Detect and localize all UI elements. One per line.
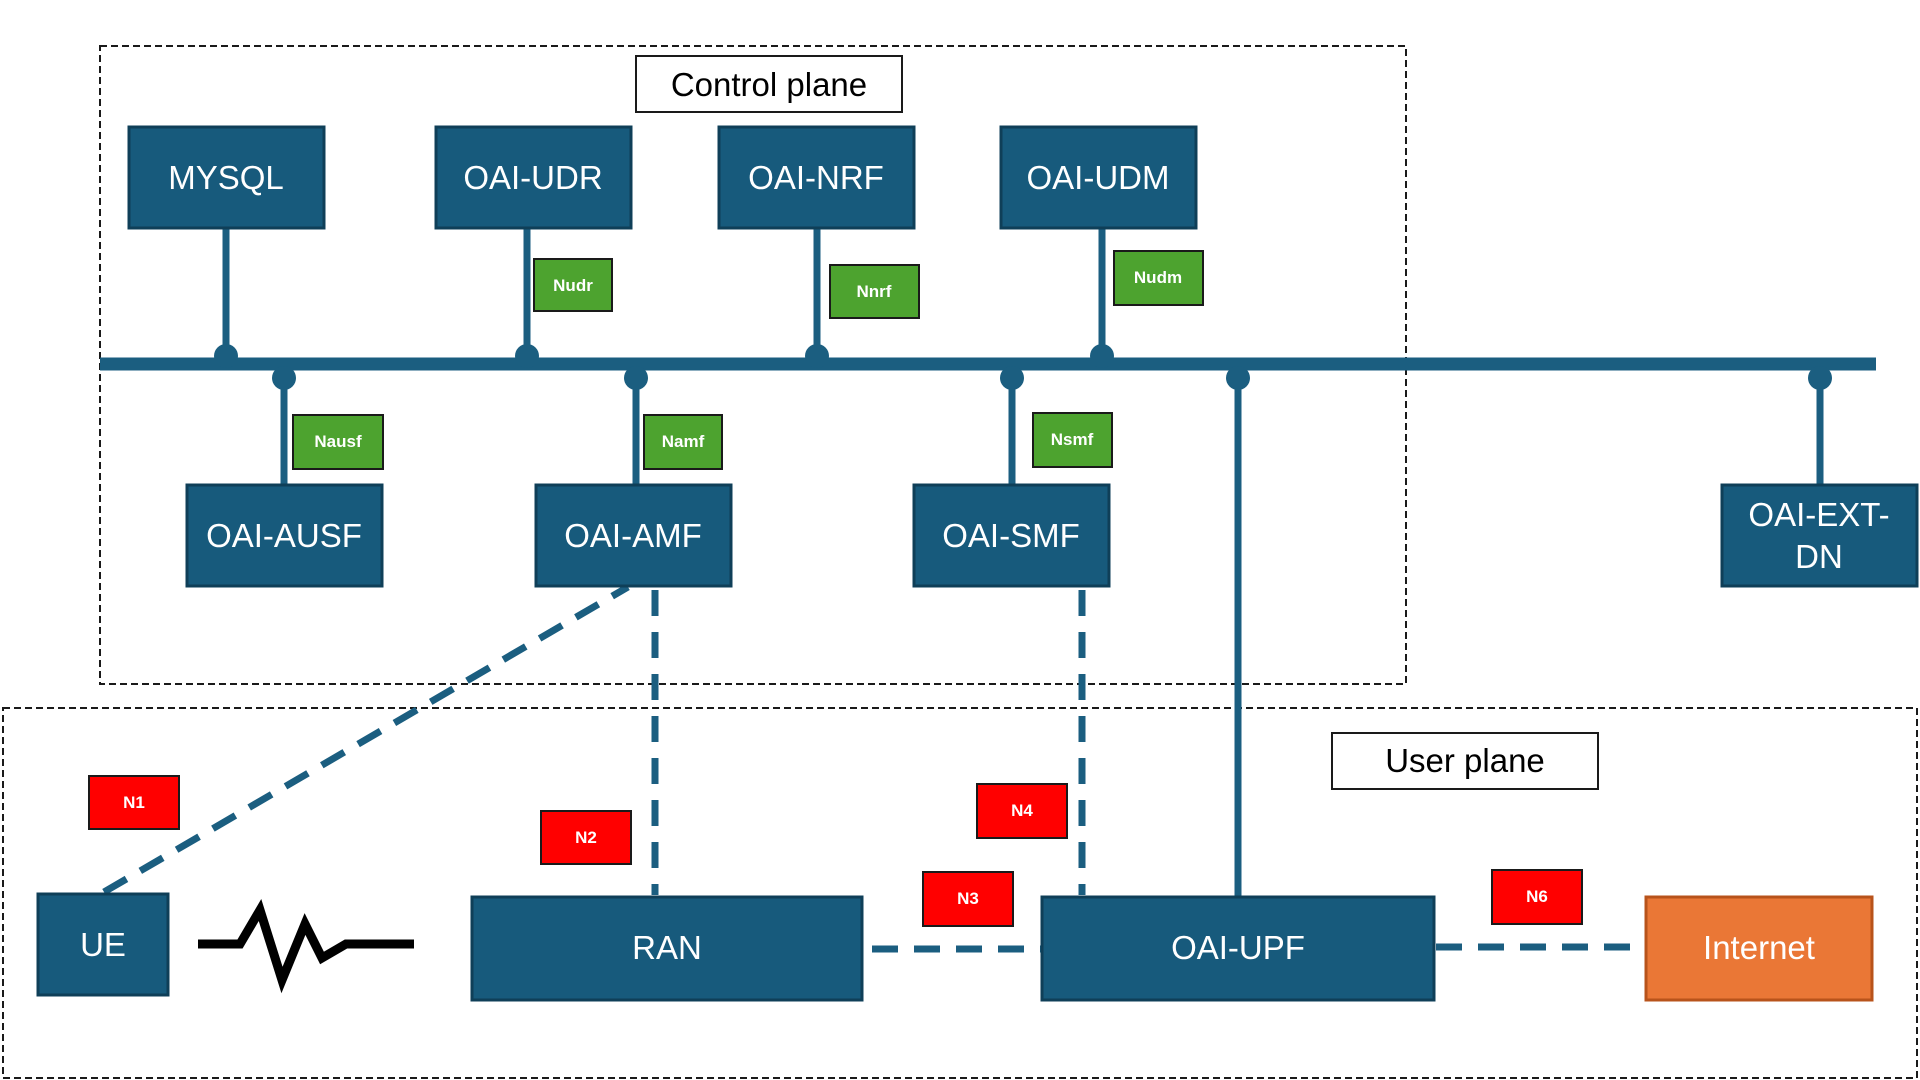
ext-dn-label-line1: OAI-EXT- [1748,496,1889,533]
nf-smf: OAI-SMF [912,483,1111,588]
mysql-label: MYSQL [168,159,284,196]
nausf-label: Nausf [314,432,362,451]
tag-n3: N3 [922,871,1014,927]
user-plane-title: User plane [1331,732,1599,790]
nudr-label: Nudr [553,276,593,295]
nsmf-label: Nsmf [1051,430,1094,449]
nf-amf: OAI-AMF [534,483,733,588]
dashed-links [102,583,1646,953]
udr-label: OAI-UDR [463,159,602,196]
ue-label: UE [80,926,126,963]
bus-connectors [222,228,1824,898]
tag-nsmf: Nsmf [1032,412,1113,468]
nf-internet: Internet [1644,895,1874,1002]
ran-label: RAN [632,929,702,966]
nf-nrf: OAI-NRF [717,125,916,230]
tag-nnrf: Nnrf [829,264,920,319]
nf-upf: OAI-UPF [1040,895,1436,1002]
control-plane-title: Control plane [635,55,903,113]
smf-label: OAI-SMF [942,517,1080,554]
udm-label: OAI-UDM [1027,159,1170,196]
n3-label: N3 [957,889,979,908]
nf-ran: RAN [470,895,864,1002]
n4-label: N4 [1011,801,1033,820]
user-plane-boundary [2,707,1918,1079]
tag-namf: Namf [643,414,723,470]
internet-label: Internet [1703,929,1815,966]
namf-label: Namf [662,432,705,451]
tag-n2: N2 [540,810,632,865]
nf-udm: OAI-UDM [999,125,1198,230]
tag-n1: N1 [88,775,180,830]
n1-label: N1 [123,793,145,812]
ausf-label: OAI-AUSF [206,517,362,554]
amf-label: OAI-AMF [564,517,702,554]
tag-n6: N6 [1491,869,1583,925]
n2-label: N2 [575,828,597,847]
nf-udr: OAI-UDR [434,125,633,230]
nf-ue: UE [36,892,170,997]
user-plane-label: User plane [1385,742,1545,779]
upf-label: OAI-UPF [1171,929,1305,966]
bus-junctions [214,344,1832,390]
n6-label: N6 [1526,887,1548,906]
radio-link-icon [198,898,414,994]
nf-mysql: MYSQL [127,125,326,230]
nudm-label: Nudm [1134,268,1182,287]
nrf-label: OAI-NRF [748,159,884,196]
tag-nudm: Nudm [1113,250,1204,306]
n1-link [102,583,630,896]
nf-ext-dn: OAI-EXT- DN [1720,483,1919,588]
ext-dn-label-line2: DN [1795,538,1843,575]
control-plane-label: Control plane [671,66,867,103]
tag-n4: N4 [976,783,1068,839]
tag-nudr: Nudr [533,258,613,312]
tag-nausf: Nausf [292,414,384,470]
nf-ausf: OAI-AUSF [185,483,384,588]
nnrf-label: Nnrf [857,282,892,301]
